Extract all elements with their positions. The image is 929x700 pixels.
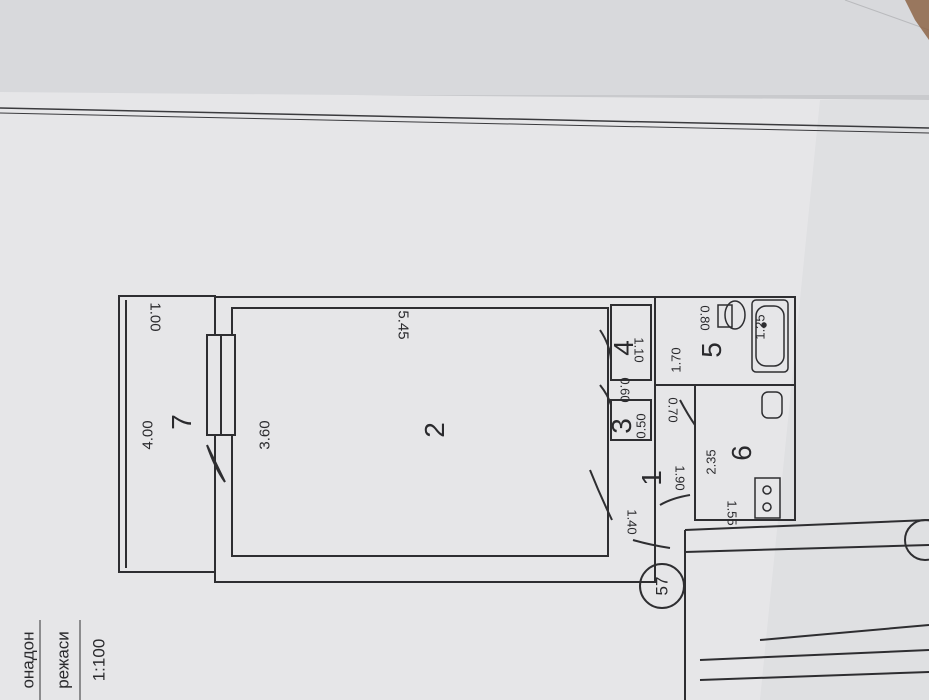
dim-1-10: 1.10 (631, 337, 647, 363)
bathroom-fixtures (717, 299, 789, 519)
dim-1-25: 1.25 (752, 314, 768, 340)
dim-0-70: 0.70 (665, 397, 681, 423)
hand-shadow (905, 0, 929, 40)
apartment-number: 57 (652, 576, 672, 596)
main-room-walls (206, 296, 656, 583)
dim-0-60: 0.60 (617, 377, 633, 403)
dim-1-00: 1.00 (146, 302, 164, 332)
caption-line-1: онадон (18, 631, 38, 689)
room-number-3: 3 (606, 418, 637, 434)
room-number-7: 7 (166, 414, 197, 430)
room-number-5: 5 (696, 342, 727, 358)
caption-scale: 1:100 (89, 638, 109, 682)
dim-1-70: 1.70 (668, 347, 684, 373)
room-number-1: 1 (636, 470, 667, 486)
room-number-2: 2 (419, 422, 450, 438)
dim-3-60: 3.60 (256, 420, 274, 450)
dim-4-00: 4.00 (139, 420, 157, 450)
top-sheet (0, 0, 929, 95)
dim-5-45: 5.45 (394, 310, 412, 340)
apartment-number-circle (639, 563, 685, 609)
corridor-walls (684, 519, 929, 700)
partitions (589, 296, 796, 549)
dim-0-50: 0.50 (633, 413, 649, 439)
dim-2-35: 2.35 (703, 449, 719, 475)
dim-1-40: 1.40 (624, 509, 640, 535)
room-number-6: 6 (726, 445, 757, 461)
caption-line-2: режаси (53, 631, 73, 689)
frame-line (0, 112, 929, 134)
dim-1-90: 1.90 (672, 465, 688, 491)
dim-1-55: 1.55 (724, 500, 740, 526)
frame-line (0, 107, 929, 129)
fold-line (844, 0, 929, 31)
paper-shadow-right (760, 100, 929, 700)
dim-0-80: 0.80 (697, 305, 713, 331)
